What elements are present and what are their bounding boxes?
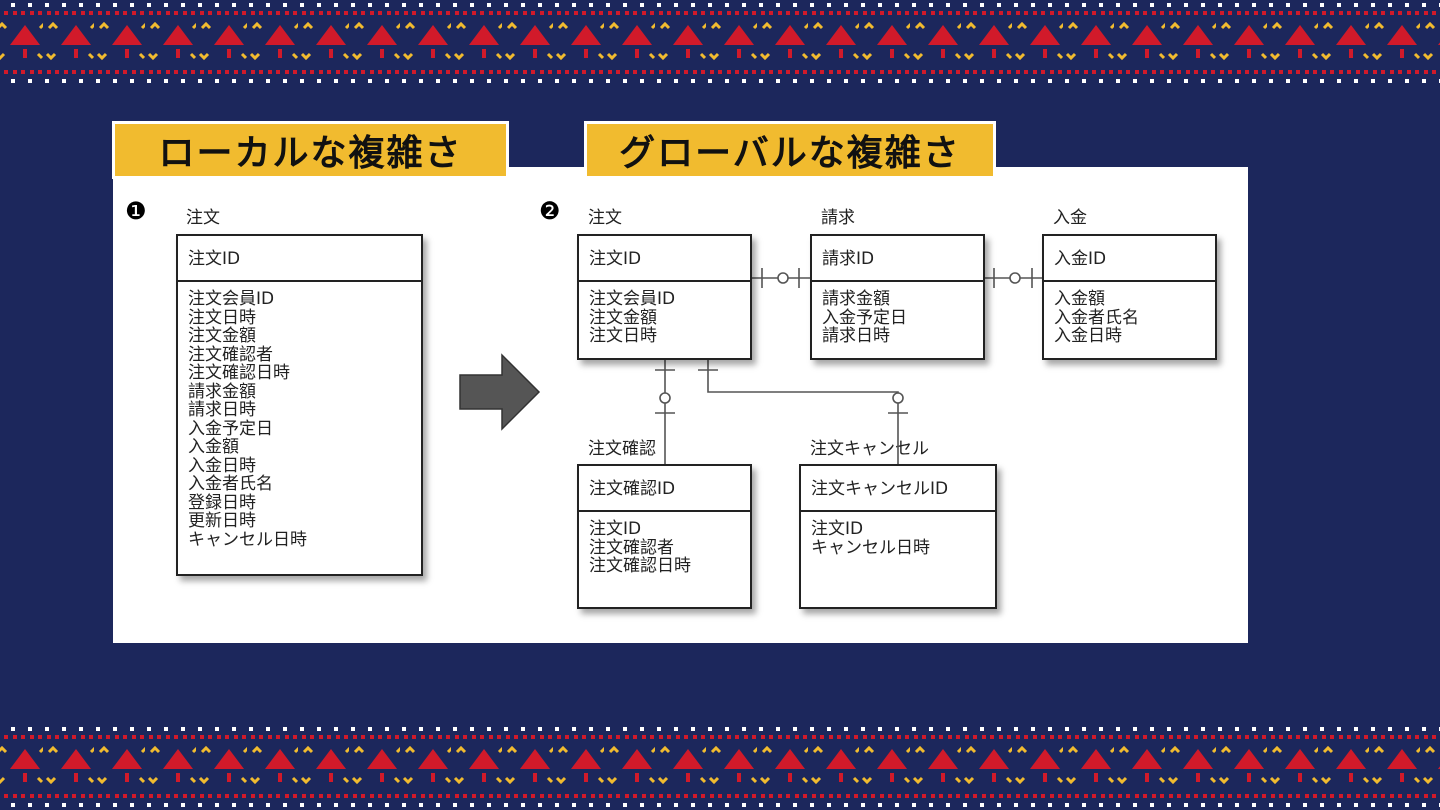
entity-field: 更新日時 [188, 511, 256, 531]
entity-field: 入金予定日 [188, 418, 273, 439]
title-global-complexity: グローバルな複雑さ [584, 121, 996, 179]
entity-field: キャンセル日時 [188, 529, 307, 550]
entity-field: 入金者氏名 [188, 474, 273, 494]
entity-label-payment: 入金 [1053, 208, 1087, 228]
decorative-border-bottom [0, 724, 1440, 810]
entity-fields: 入金額入金者氏名入金日時 [1044, 282, 1215, 354]
entity-field: 入金者氏名 [1054, 307, 1139, 328]
entity-field: 注文ID [589, 519, 642, 539]
entity-label-confirm: 注文確認 [588, 439, 656, 459]
entity-pk: 注文ID [579, 236, 750, 282]
entity-field: 注文金額 [589, 307, 657, 328]
entity-field: キャンセル日時 [811, 537, 930, 558]
entity-pk: 注文確認ID [579, 466, 750, 512]
entity-field: 注文ID [811, 519, 864, 539]
entity-pk: 注文ID [178, 236, 421, 282]
entity-field: 注文確認日時 [188, 363, 290, 383]
entity-field: 注文会員ID [188, 289, 275, 309]
entity-fields: 請求金額入金予定日請求日時 [812, 282, 983, 354]
entity-field: 請求金額 [188, 381, 256, 402]
entity-field: 請求日時 [188, 400, 256, 420]
marker-one: ❶ [125, 197, 147, 225]
entity-field: 注文日時 [589, 326, 657, 346]
marker-two: ❷ [539, 197, 561, 225]
entity-field: 登録日時 [188, 492, 256, 513]
entity-field: 注文金額 [188, 326, 256, 346]
entity-field: 注文確認者 [589, 537, 674, 558]
entity-label-order: 注文 [588, 208, 622, 228]
entity-field: 入金額 [188, 437, 239, 457]
title-local-complexity: ローカルな複雑さ [112, 121, 509, 179]
entity-label-billing: 請求 [821, 208, 855, 228]
entity-field: 請求金額 [822, 289, 890, 309]
entity-field: 注文会員ID [589, 289, 676, 309]
entity-label-cancel: 注文キャンセル [810, 439, 929, 459]
entity-pk: 請求ID [812, 236, 983, 282]
entity-field: 入金額 [1054, 289, 1105, 309]
decorative-border-top [0, 0, 1440, 86]
entity-field: 注文日時 [188, 307, 256, 328]
entity-pk: 注文キャンセルID [801, 466, 995, 512]
entity-pk: 入金ID [1044, 236, 1215, 282]
entity-label-local-order: 注文 [186, 208, 220, 228]
arrow-right-icon [459, 353, 541, 431]
entity-field: 入金予定日 [822, 307, 907, 328]
entity-field: 入金日時 [1054, 326, 1122, 346]
entity-field: 注文確認日時 [589, 556, 691, 576]
entity-field: 注文確認者 [188, 344, 273, 365]
entity-field: 入金日時 [188, 455, 256, 476]
entity-field: 請求日時 [822, 326, 890, 346]
